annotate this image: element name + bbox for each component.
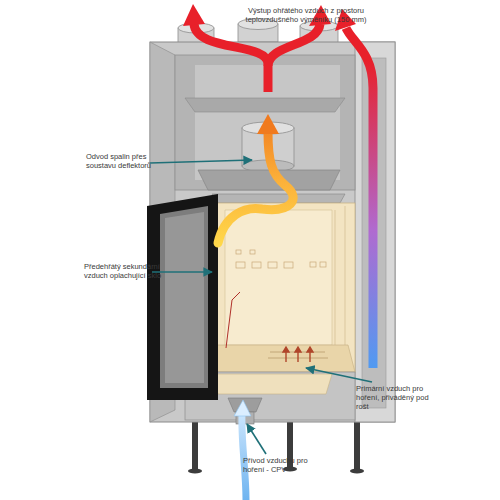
hot-air-path [194, 24, 268, 92]
leader-lines [150, 160, 372, 454]
flue-gas-arrow [218, 114, 293, 243]
arrow-head [234, 400, 251, 416]
door-frame [147, 194, 218, 400]
panel-edge [335, 210, 336, 350]
leg [354, 418, 360, 470]
ash-pan [212, 374, 332, 394]
leader-line [306, 368, 372, 382]
air-arrow-head [283, 347, 289, 352]
air-arrow-head [295, 347, 301, 352]
foot [350, 469, 364, 474]
secondary-air-line [226, 292, 240, 348]
leg [192, 418, 198, 470]
firebox-back [225, 210, 332, 345]
slot [250, 250, 255, 254]
foot [188, 469, 202, 474]
glass-reflection [165, 212, 204, 383]
leader-line [247, 424, 266, 454]
inlet-air-arrow [234, 400, 251, 500]
slot [236, 262, 245, 268]
flue-gas-path [218, 132, 293, 243]
hot-air-arrows [183, 4, 373, 368]
callout-label: Výstup ohřátého vzduch z prostoru teplov… [240, 6, 372, 24]
arrow-head [183, 4, 205, 26]
slot [320, 262, 326, 267]
deflector-plate [212, 194, 345, 203]
callout-label: Primární vzduch pro hoření, přiváděný po… [356, 384, 434, 411]
deflector-plate [185, 98, 345, 112]
grate-floor [208, 345, 355, 372]
door-glass [160, 206, 208, 388]
primary-air-arrows [283, 347, 313, 362]
callout-label: Přívod vzduchu pro hoření - CPV [243, 456, 319, 474]
air-slots [236, 250, 326, 268]
stove-legs [188, 418, 364, 474]
slot [268, 262, 277, 268]
leader-line [150, 160, 252, 163]
convection-air-path [346, 28, 373, 368]
callout-label: Odvod spalin přes soustavu deflektorů [86, 152, 166, 170]
deflector-plate [198, 170, 340, 190]
slot [252, 262, 261, 268]
slot [284, 262, 293, 268]
stove-casing [150, 42, 395, 422]
panel-edge [345, 206, 346, 355]
slot [310, 262, 316, 267]
side-panels [335, 206, 345, 355]
air-arrow-head [307, 347, 313, 352]
slot [236, 250, 241, 254]
hot-air-path [268, 24, 320, 66]
arrow-head [257, 114, 279, 134]
callout-label: Předehřátý sekundární vzduch oplachující… [84, 262, 178, 280]
